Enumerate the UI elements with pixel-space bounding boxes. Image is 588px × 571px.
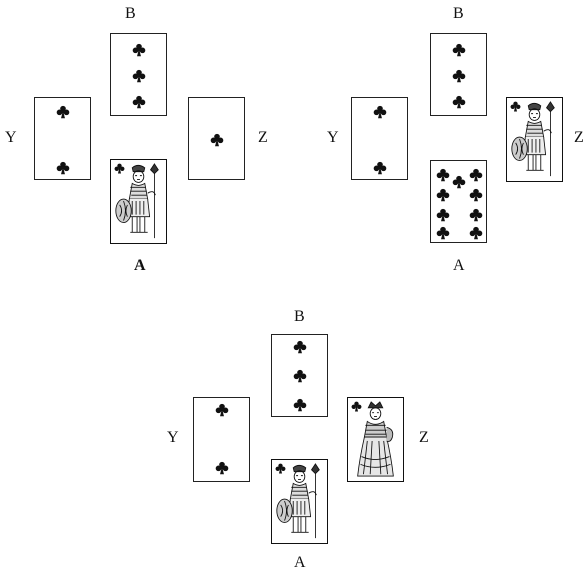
club-icon	[436, 226, 450, 240]
card-queen-of-clubs	[347, 397, 404, 482]
club-icon	[132, 43, 146, 57]
label-y: Y	[327, 130, 339, 146]
label-a: A	[294, 555, 306, 571]
label-b: B	[453, 6, 464, 22]
label-z: Z	[258, 130, 268, 146]
label-z: Z	[419, 430, 429, 446]
club-icon	[452, 69, 466, 83]
club-icon	[373, 161, 387, 175]
label-y: Y	[5, 130, 17, 146]
label-y: Y	[167, 430, 179, 446]
card-jack-of-clubs	[506, 97, 563, 182]
card-ace-of-clubs	[188, 97, 245, 180]
label-a: A	[134, 258, 146, 274]
club-icon	[293, 369, 307, 383]
club-icon	[469, 208, 483, 222]
card-three-of-clubs	[271, 334, 328, 417]
club-icon	[56, 105, 70, 119]
card-nine-of-clubs	[430, 160, 487, 243]
club-icon	[452, 95, 466, 109]
club-icon	[452, 43, 466, 57]
club-icon	[114, 163, 125, 174]
club-icon	[210, 133, 224, 147]
club-icon	[436, 168, 450, 182]
card-jack-of-clubs	[271, 459, 328, 544]
club-icon	[351, 401, 362, 412]
label-b: B	[125, 6, 136, 22]
club-icon	[469, 168, 483, 182]
club-icon	[215, 403, 229, 417]
club-icon	[469, 226, 483, 240]
card-three-of-clubs	[110, 33, 167, 116]
club-icon	[215, 461, 229, 475]
club-icon	[275, 463, 286, 474]
label-z: Z	[574, 130, 584, 146]
club-icon	[436, 208, 450, 222]
card-three-of-clubs	[430, 33, 487, 116]
club-icon	[132, 95, 146, 109]
card-two-of-clubs	[351, 97, 408, 180]
club-icon	[373, 105, 387, 119]
card-two-of-clubs	[193, 397, 250, 482]
club-icon	[452, 175, 466, 189]
club-icon	[56, 161, 70, 175]
label-b: B	[294, 309, 305, 325]
club-icon	[132, 69, 146, 83]
club-icon	[293, 340, 307, 354]
label-a: A	[453, 258, 465, 274]
club-icon	[469, 188, 483, 202]
card-jack-of-clubs	[110, 159, 167, 244]
club-icon	[293, 398, 307, 412]
card-two-of-clubs	[34, 97, 91, 180]
club-icon	[436, 188, 450, 202]
club-icon	[510, 101, 521, 112]
